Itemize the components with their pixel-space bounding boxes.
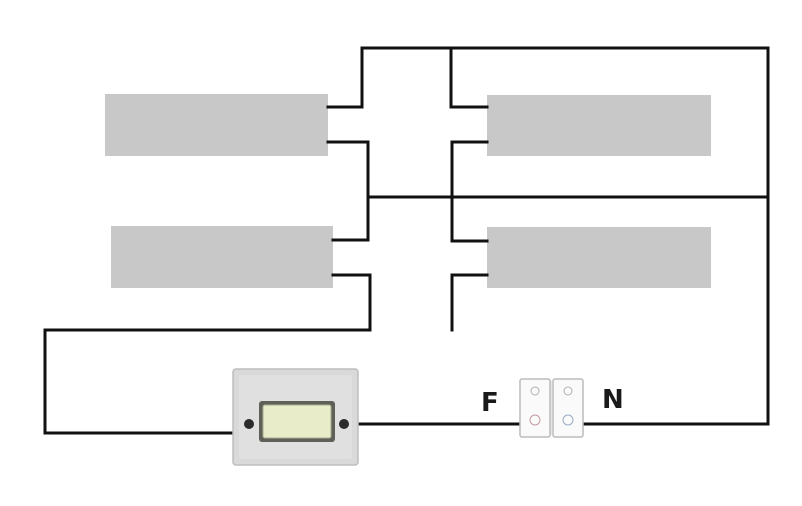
terminal-block-icon: [519, 378, 584, 438]
terminal-screw-1: [530, 386, 540, 396]
neutral-label: N: [602, 385, 624, 415]
terminal-block-right: [552, 378, 584, 438]
terminal-screw-3: [529, 414, 541, 426]
wire-lamp-br-lower: [450, 273, 489, 332]
wire-lamp-bl-lower: [331, 273, 372, 332]
terminal-block-left: [519, 378, 551, 438]
switch-screw-right: [339, 419, 349, 429]
wire-switched-bus: [43, 328, 372, 435]
wire-lamp-tl-lower: [326, 140, 370, 199]
rocker-switch-icon: [232, 368, 359, 466]
lamp-top-left: [105, 94, 328, 156]
phase-label: F: [481, 388, 499, 418]
switch-rocker: [262, 404, 332, 439]
wire-neutral-top-bus: [360, 46, 770, 426]
terminal-screw-2: [563, 386, 573, 396]
wire-lamp-tr-lower: [450, 140, 489, 199]
lamp-top-right: [487, 95, 711, 156]
switch-screw-left: [244, 419, 254, 429]
terminal-screw-4: [562, 414, 574, 426]
lamp-bottom-right: [487, 227, 711, 288]
lamp-bottom-left: [111, 226, 333, 288]
